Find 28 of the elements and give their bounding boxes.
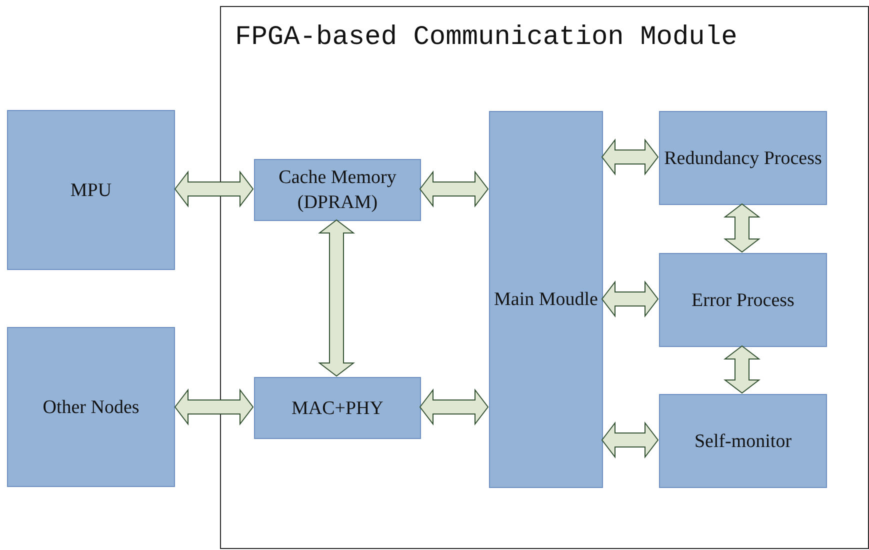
- process-box: [659, 111, 827, 205]
- double-arrow: [601, 138, 659, 176]
- double-arrow: [174, 388, 254, 426]
- process-box: [7, 110, 175, 270]
- process-box: [7, 327, 175, 487]
- block-label: Self-monitor: [694, 430, 792, 454]
- double-arrow: [419, 388, 489, 426]
- block-label: Error Process: [692, 288, 794, 312]
- double-arrow: [724, 345, 760, 394]
- block-label: Other Nodes: [42, 396, 140, 420]
- double-arrow: [318, 219, 355, 377]
- process-box: [254, 159, 421, 221]
- process-box: [659, 394, 827, 488]
- double-arrow: [601, 422, 659, 458]
- module-title: FPGA-based Communication Module: [235, 23, 738, 53]
- double-arrow: [724, 203, 760, 253]
- block-label: MPU: [70, 178, 112, 202]
- block-label: Cache Memory (DPRAM): [278, 166, 398, 215]
- block-label: Redundancy Process: [664, 146, 822, 170]
- block-label: Main Moudle: [494, 288, 598, 312]
- module-frame: [220, 6, 869, 549]
- block-label: MAC+PHY: [291, 396, 384, 420]
- process-box: [254, 377, 421, 439]
- double-arrow: [174, 170, 254, 208]
- double-arrow: [601, 280, 659, 318]
- process-box: [659, 253, 827, 347]
- double-arrow: [419, 170, 489, 208]
- process-box: [489, 111, 603, 488]
